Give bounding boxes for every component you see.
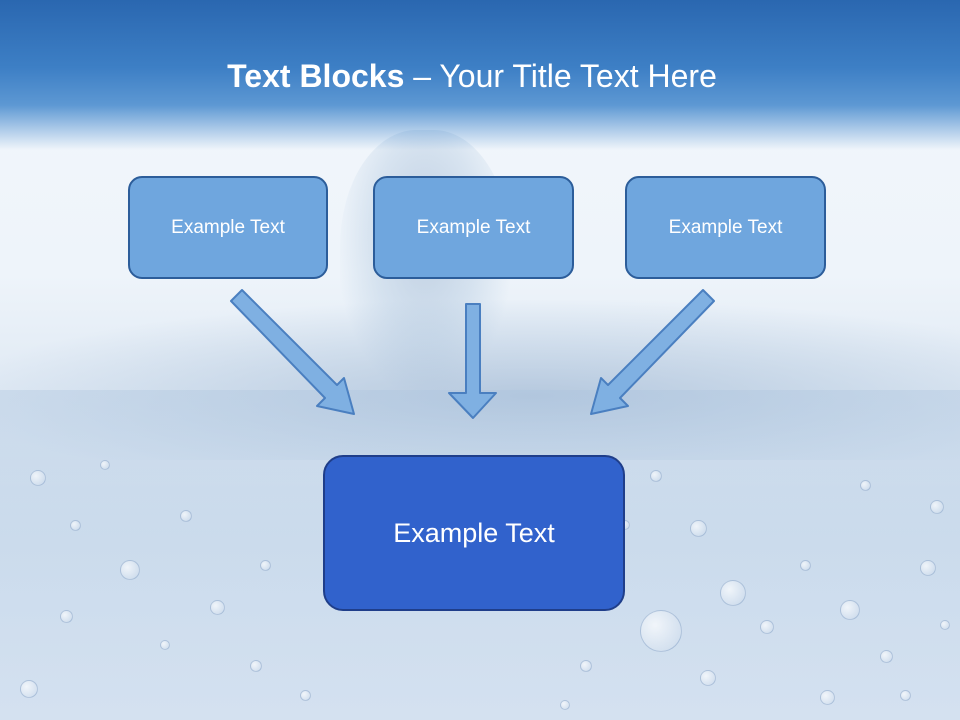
text-block-2-label: Example Text	[416, 216, 531, 238]
text-block-2[interactable]: Example Text	[373, 176, 574, 279]
bubble	[160, 640, 170, 650]
bubble	[820, 690, 835, 705]
bubble	[690, 520, 707, 537]
text-block-1[interactable]: Example Text	[128, 176, 328, 279]
bubble	[70, 520, 81, 531]
bubble	[940, 620, 950, 630]
bubble	[580, 660, 592, 672]
title-rest-part: Your Title Text Here	[439, 58, 717, 94]
bubble	[30, 470, 46, 486]
bubble	[300, 690, 311, 701]
bubble	[650, 470, 662, 482]
bubble	[640, 610, 682, 652]
center-text-block-label: Example Text	[393, 517, 555, 548]
bubble	[120, 560, 140, 580]
bubble	[800, 560, 811, 571]
arrow-down	[448, 303, 497, 419]
bubble	[100, 460, 110, 470]
bubble	[930, 500, 944, 514]
bubble	[920, 560, 936, 576]
slide-title[interactable]: Text Blocks – Your Title Text Here	[0, 56, 944, 96]
title-dash: –	[404, 58, 440, 94]
bubble	[260, 560, 271, 571]
text-block-3-label: Example Text	[668, 216, 783, 238]
bubble	[20, 680, 38, 698]
bubble	[900, 690, 911, 701]
bubble	[720, 580, 746, 606]
title-bold-part: Text Blocks	[227, 58, 405, 94]
arrow-right-down-left	[590, 289, 715, 415]
header-band	[0, 0, 960, 150]
arrow-left-down-right	[230, 289, 355, 415]
text-block-1-label: Example Text	[171, 216, 285, 238]
bubble	[180, 510, 192, 522]
bubble	[860, 480, 871, 491]
bubble	[60, 610, 73, 623]
bubble	[840, 600, 860, 620]
bubble	[760, 620, 774, 634]
center-text-block[interactable]: Example Text	[323, 455, 625, 611]
bubble	[700, 670, 716, 686]
bubble	[210, 600, 225, 615]
bubble	[880, 650, 893, 663]
bubble	[560, 700, 570, 710]
bubble	[250, 660, 262, 672]
text-block-3[interactable]: Example Text	[625, 176, 826, 279]
